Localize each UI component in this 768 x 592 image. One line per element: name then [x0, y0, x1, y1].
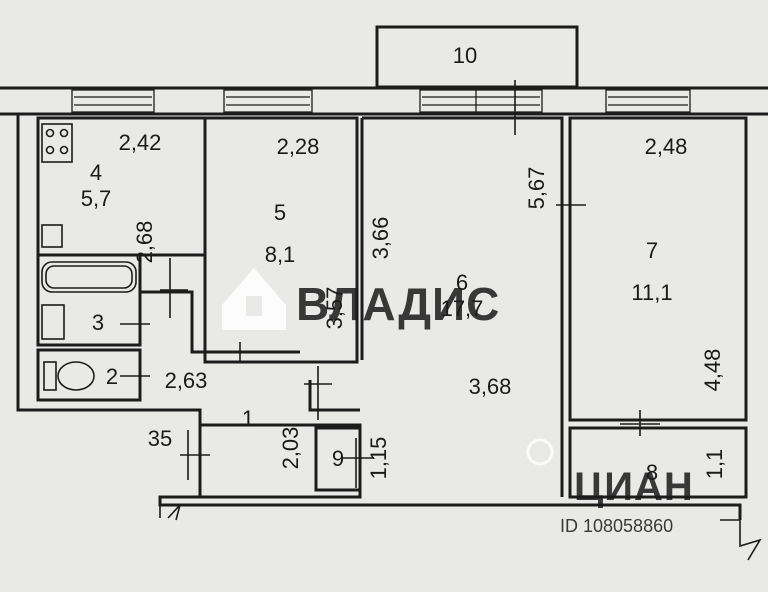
windows: [71, 89, 691, 113]
dim-room5-depth: 3,57: [322, 287, 347, 330]
dimension-ticks: [120, 80, 660, 488]
washbasin-icon: [41, 304, 65, 340]
room-9-number: 9: [332, 446, 344, 471]
room-3-number: 3: [92, 310, 104, 335]
toilet-icon: [57, 361, 95, 391]
room-7-area: 11,1: [631, 280, 672, 305]
dim-room7-width: 2,48: [645, 134, 688, 159]
dim-room6-upper: 3,66: [368, 217, 393, 260]
dim-entrance: 35: [148, 426, 172, 451]
dim-corridor-width: 2,63: [165, 368, 208, 393]
sink-icon: [41, 224, 63, 248]
balcony-number: 10: [453, 43, 477, 68]
room-5-area: 8,1: [265, 242, 296, 267]
room-4-number: 4: [90, 160, 102, 185]
interior-walls: [36, 116, 748, 499]
room-6-number: 6: [456, 270, 468, 295]
room-5-number: 5: [274, 200, 286, 225]
dim-room8-depth: 1,1: [702, 449, 727, 480]
dim-room7-depth: 4,48: [700, 349, 725, 392]
dim-kitchen-depth: 2,68: [132, 221, 157, 264]
cian-logo-icon: [526, 438, 554, 466]
dimension-labels: 2,42 2,68 2,28 3,57 3,66 5,67 3,68 2,48 …: [119, 130, 727, 479]
dim-room6-right: 5,67: [524, 167, 549, 210]
dim-room6-lower: 3,68: [469, 374, 512, 399]
room-4-area: 5,7: [81, 186, 112, 211]
dim-room1-depth: 2,03: [278, 427, 303, 470]
agency-watermark: ВЛАДИС: [222, 268, 500, 330]
room-8-number: 8: [646, 460, 658, 485]
exterior-walls: [0, 86, 768, 561]
dim-closet-depth: 1,15: [366, 437, 391, 480]
stove-icon: [41, 123, 73, 163]
dim-kitchen-width: 2,42: [119, 130, 162, 155]
house-logo-icon: [222, 268, 286, 330]
room-1-number: 1: [242, 406, 254, 431]
cian-watermark: ЦИАН ID 108058860: [526, 438, 694, 536]
agency-name: ВЛАДИС: [296, 278, 500, 330]
cian-site: ЦИАН: [574, 465, 694, 509]
room-2-number: 2: [106, 364, 118, 389]
room-labels: 10 4 5,7 5 8,1 6 17,7 7 11,1 3 2 1 9 8: [81, 43, 673, 485]
dim-room5-width: 2,28: [277, 134, 320, 159]
bathtub-icon: [41, 261, 137, 293]
room-6-area: 17,7: [441, 296, 484, 321]
listing-id: ID 108058860: [560, 516, 673, 536]
room-7-number: 7: [646, 238, 658, 263]
fixtures: [41, 123, 137, 391]
